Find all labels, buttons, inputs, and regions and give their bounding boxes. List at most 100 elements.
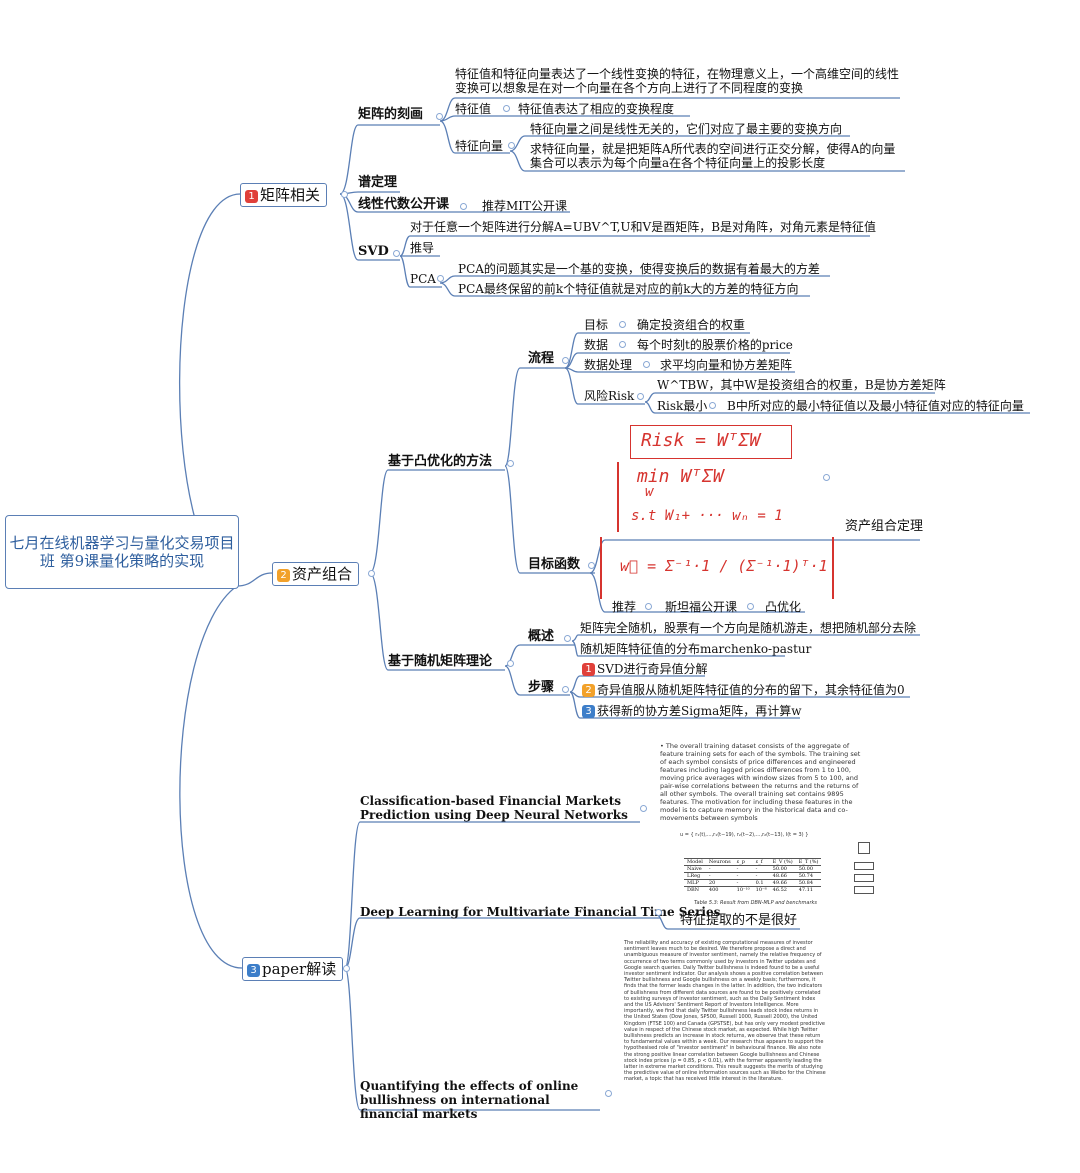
collapse-circle-icon[interactable] [343, 965, 350, 972]
topic-svd-desc[interactable]: 对于任意一个矩阵进行分解A=UBV^T,U和V是酉矩阵，B是对角阵，对角元素是特… [410, 220, 877, 234]
table-cell: 49.66 [769, 879, 796, 887]
topic-chuli-value[interactable]: 求平均向量和协方差矩阵 [660, 358, 793, 372]
collapse-circle-icon[interactable] [562, 686, 569, 693]
topic-mubiaohanshu[interactable]: 目标函数 [528, 557, 581, 572]
topic-dingli[interactable]: 资产组合定理 [845, 519, 924, 534]
table-cell: 50.84 [795, 879, 822, 887]
topic-chuli[interactable]: 数据处理 [584, 358, 633, 372]
topic-shuju-value[interactable]: 每个时刻t的股票价格的price [637, 338, 793, 352]
topic-risk-min-value[interactable]: B中所对应的最小特征值以及最小特征值对应的特征向量 [727, 399, 1024, 413]
table-cell: - [733, 872, 753, 880]
topic-tuijian[interactable]: 推荐 [612, 600, 637, 614]
topic-sitanfu[interactable]: 斯坦福公开课 [665, 600, 738, 614]
topic-suiji[interactable]: 基于随机矩阵理论 [388, 654, 493, 669]
topic-paper3[interactable]: Quantifying the effects of online bullis… [360, 1079, 579, 1121]
table-cell: 48.66 [769, 872, 796, 880]
table-cell: 50.00 [795, 865, 822, 873]
collapse-circle-icon[interactable] [564, 635, 571, 642]
topic-tuidao[interactable]: 推导 [410, 241, 435, 255]
topic-mubiao[interactable]: 目标 [584, 318, 609, 332]
root-label: 七月在线机器学习与量化交易项目班 第9课量化策略的实现 [9, 534, 235, 570]
collapse-circle-icon[interactable] [655, 909, 662, 916]
collapse-circle-icon [709, 402, 716, 409]
topic-tzxl-desc1[interactable]: 特征向量之间是线性无关的，它们对应了最主要的变换方向 [530, 122, 843, 136]
topic-xxds[interactable]: 线性代数公开课 [358, 197, 450, 212]
topic-risk[interactable]: 风险Risk [584, 389, 635, 403]
collapse-circle-icon [643, 361, 650, 368]
formula-image-w: w⃗ = Σ⁻¹·1 / (Σ⁻¹·1)ᵀ·1 [600, 537, 834, 599]
formula-constraint: s.t W₁+ ··· wₙ = 1 [631, 508, 783, 524]
collapse-circle-icon[interactable] [562, 357, 569, 364]
topic-mit[interactable]: 推荐MIT公开课 [482, 199, 568, 213]
paper3-abstract-image: The reliability and accuracy of existing… [624, 940, 826, 1083]
topic-risk-value[interactable]: W^TBW，其中W是投资组合的权重，B是协方差矩阵 [657, 378, 946, 392]
table-cell: - [705, 872, 734, 880]
collapse-circle-icon[interactable] [637, 393, 644, 400]
formula-min-text: min WᵀΣW [637, 466, 724, 487]
collapse-circle-icon[interactable] [393, 250, 400, 257]
topic-tezhengzhi-desc[interactable]: 特征值表达了相应的变换程度 [518, 102, 675, 116]
branch-paper-label: paper解读 [262, 960, 337, 978]
topic-juzhen[interactable]: 矩阵的刻画 [358, 107, 424, 122]
collapse-circle-icon[interactable] [640, 805, 647, 812]
topic-liucheng[interactable]: 流程 [528, 351, 555, 366]
topic-pca1[interactable]: PCA的问题其实是一个基的变换，使得变换后的数据有着最大的方差 [458, 262, 820, 276]
table-cell: 10⁻¹⁰ [733, 886, 753, 893]
topic-svd[interactable]: SVD [358, 244, 389, 259]
topic-tuyouhua[interactable]: 基于凸优化的方法 [388, 454, 493, 469]
topic-tezheng-desc[interactable]: 特征值和特征向量表达了一个线性变换的特征，在物理意义上，一个高维空间的线性变换可… [455, 67, 900, 95]
topic-pca[interactable]: PCA [410, 272, 436, 286]
root-topic[interactable]: 七月在线机器学习与量化交易项目班 第9课量化策略的实现 [5, 515, 239, 589]
table-cell: - [733, 865, 753, 873]
topic-tzxl-desc2[interactable]: 求特征向量，就是把矩阵A所代表的空间进行正交分解，使得A的向量集合可以表示为每个… [530, 142, 896, 170]
formula-image-risk: Risk = WᵀΣW [630, 425, 792, 459]
formula-min-sub: w [645, 484, 654, 500]
table-cell: DBN [684, 886, 706, 893]
table-cell: E_T (%) [795, 858, 822, 866]
step-1-text: SVD进行奇异值分解 [597, 662, 708, 676]
topic-paper1[interactable]: Classification-based Financial Markets P… [360, 794, 628, 822]
topic-tuyh[interactable]: 凸优化 [765, 600, 802, 614]
collapse-circle-icon[interactable] [588, 562, 595, 569]
topic-gaishu-2[interactable]: 随机矩阵特征值的分布marchenko-pastur [580, 642, 812, 656]
collapse-circle-icon[interactable] [341, 191, 348, 198]
topic-mubiao-value[interactable]: 确定投资组合的权重 [637, 318, 746, 332]
table-cell: 10⁻⁸ [752, 886, 770, 893]
topic-pca2[interactable]: PCA最终保留的前k个特征值就是对应的前k大的方差的特征方向 [458, 282, 799, 296]
topic-buzhou[interactable]: 步骤 [528, 680, 555, 695]
collapse-circle-icon [823, 474, 830, 481]
topic-paper2-note[interactable]: 特征提取的不是很好 [680, 913, 798, 928]
collapse-circle-icon[interactable] [507, 460, 514, 467]
topic-gaishu[interactable]: 概述 [528, 629, 555, 644]
topic-gaishu-1[interactable]: 矩阵完全随机，股票有一个方向是随机游走，想把随机部分去除 [580, 621, 917, 635]
collapse-circle-icon[interactable] [605, 1090, 612, 1097]
topic-shuju[interactable]: 数据 [584, 338, 609, 352]
topic-risk-min[interactable]: Risk最小 [657, 399, 708, 413]
table-cell: E_V (%) [769, 858, 796, 866]
collapse-circle-icon[interactable] [508, 142, 515, 149]
collapse-circle-icon[interactable] [507, 660, 514, 667]
topic-tezhengxiangliang[interactable]: 特征向量 [455, 139, 504, 153]
collapse-circle-icon[interactable] [436, 113, 443, 120]
topic-tezhengzhi[interactable]: 特征值 [455, 102, 492, 116]
table-cell: ε_f [752, 858, 770, 866]
collapse-circle-icon [503, 105, 510, 112]
topic-paper2[interactable]: Deep Learning for Multivariate Financial… [360, 905, 721, 919]
collapse-circle-icon[interactable] [437, 275, 444, 282]
number-badge-3: 3 [582, 705, 595, 718]
topic-pu[interactable]: 谱定理 [358, 175, 398, 190]
table-cell: 0.1 [752, 879, 770, 887]
table-cell: 46.52 [769, 886, 796, 893]
collapse-circle-icon[interactable] [368, 570, 375, 577]
paper2-figure-image: u = { r₁(t),...,r₁(t−19), r₂(t−2),...,r₂… [678, 828, 888, 906]
